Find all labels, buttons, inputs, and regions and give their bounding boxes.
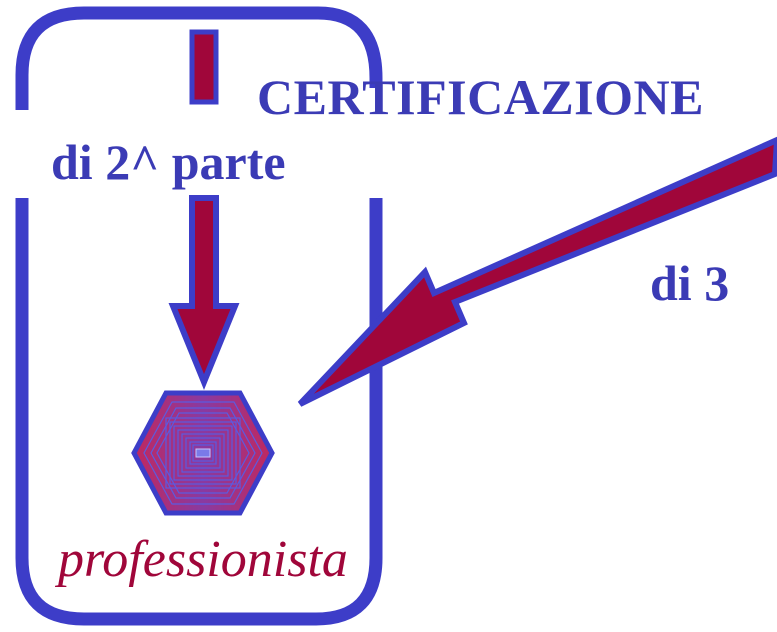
frame-bottom-segment [15, 198, 383, 626]
professional-label: professionista [58, 531, 348, 588]
certification-title: CERTIFICAZIONE [257, 69, 704, 125]
vertical-arrow [168, 29, 240, 390]
diagonal-arrow-shape [297, 136, 777, 407]
hexagon-core [195, 448, 211, 458]
frame-top-segment [15, 6, 383, 110]
frame [15, 6, 383, 626]
hexagon-gradient-icon [131, 390, 275, 516]
third-party-label: di 3 [650, 255, 730, 311]
vertical-arrow-shaft-top [189, 29, 219, 105]
diagonal-arrow [297, 136, 777, 407]
hexagon-rings [143, 401, 263, 505]
second-party-label: di 2^ parte [51, 134, 286, 190]
vertical-arrow-shaft-and-head [168, 195, 240, 390]
